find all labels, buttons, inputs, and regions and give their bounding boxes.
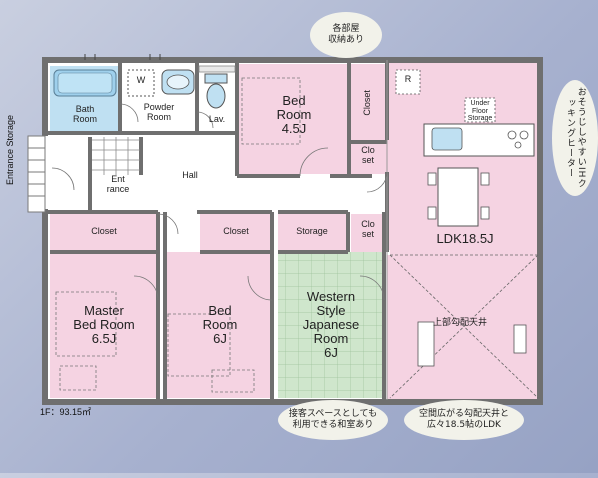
closet-left-fill: [50, 214, 158, 252]
washer-icon: [127, 69, 155, 97]
callout-japanese-room: 接客スペースとしても 利用できる和室あり: [278, 400, 388, 440]
sofa-icon: [417, 321, 527, 367]
closet-mid-label: Closet: [223, 226, 249, 236]
master-bed-room-line2: Bed Room: [73, 317, 135, 333]
sloped-ceiling-lines: [389, 254, 539, 399]
door-swings: [51, 103, 388, 301]
entrance-storage-side-label: Entrance Storage: [5, 114, 15, 185]
powder-room-label: Powder Room: [124, 102, 194, 122]
closet-small-mid-label: Clo set: [351, 219, 385, 239]
sink-icon: [161, 69, 195, 95]
under-floor-storage-icon: [464, 97, 496, 123]
western-line3: Japanese: [302, 317, 360, 333]
toilet-icon: [204, 73, 228, 109]
closet-top-fill: [349, 64, 387, 142]
bed-room-top-label: Bed Room 4.5J: [262, 93, 326, 137]
bed-room-top-line2: Room: [276, 107, 312, 123]
callout-ih-cooker-text: おそうじしやすいIHクッキングヒーター: [565, 87, 586, 189]
closet-top-label: Closet: [362, 90, 373, 116]
bath-room-label-line2: Room: [72, 113, 97, 124]
callout-ldk-line2: 広々18.5帖のLDK: [427, 420, 501, 430]
western-line2: Style: [316, 303, 346, 319]
closet-small-mid-line1: Clo: [361, 219, 375, 229]
master-bed-room-line3: 6.5J: [91, 331, 117, 347]
refrigerator-icon: [395, 69, 421, 95]
powder-room-label-line2: Room: [146, 111, 171, 122]
closet-left-label: Closet: [91, 226, 117, 236]
bed-room-top-line1: Bed: [282, 93, 306, 108]
entrance-line1: Ent: [111, 174, 125, 184]
lavatory-label: Lav.: [208, 114, 226, 124]
hall-label: Hall: [182, 170, 198, 180]
under-floor-line3: Storage: [467, 115, 493, 123]
western-line1: Western: [306, 289, 356, 304]
bed-room-top-line3: 4.5J: [281, 121, 307, 137]
washer-w-label: W: [136, 75, 146, 85]
bed-room-mid-label: Bed Room 6J: [180, 303, 260, 347]
powder-room-label-line1: Powder: [143, 102, 175, 112]
entrance-line2: rance: [106, 183, 130, 194]
closet-small-top-line2: set: [361, 154, 374, 165]
bathtub-icon: [53, 69, 117, 97]
under-floor-storage-label: Under Floor Storage: [463, 100, 497, 123]
callout-ldk: 空間広がる勾配天井と 広々18.5帖のLDK: [404, 400, 524, 440]
western-line4: Room: [313, 331, 349, 347]
under-floor-line2: Floor: [472, 107, 488, 115]
western-japanese-room-label: Western Style Japanese Room 6J: [284, 289, 378, 361]
bed-room-mid-fill: [165, 252, 270, 398]
under-floor-line1: Under: [470, 100, 490, 107]
callout-ldk-line1: 空間広がる勾配天井と: [418, 408, 509, 419]
entrance-storage-grid: [92, 137, 140, 175]
kitchen-counter-icon: [423, 123, 535, 157]
callout-japanese-room-line2: 利用できる和室あり: [292, 420, 374, 430]
closet-small-top-line1: Clo: [361, 145, 375, 155]
callout-japanese-room-line1: 接客スペースとしても: [288, 408, 378, 419]
bed-outlines: [55, 77, 301, 393]
ldk-label: LDK18.5J: [436, 231, 494, 246]
closet-small-top-fill: [349, 142, 387, 174]
master-bed-room-label: Master Bed Room 6.5J: [52, 303, 156, 347]
western-line5: 6J: [324, 345, 338, 361]
master-bed-room-line1: Master: [84, 303, 124, 318]
bed-room-mid-line1: Bed: [208, 303, 232, 318]
bed-room-top-fill: [237, 64, 349, 174]
western-japanese-room-fill: [278, 252, 384, 398]
closet-small-mid-line2: set: [361, 228, 374, 239]
bath-room-label-line1: Bath: [75, 104, 95, 114]
closet-mid-fill: [200, 214, 270, 252]
callout-ih-cooker: おそうじしやすいIHクッキングヒーター: [552, 80, 598, 196]
storage-label: Storage: [296, 226, 328, 236]
callout-storage: 各部屋 収納あり: [310, 12, 382, 58]
entrance-label: Ent rance: [96, 174, 140, 194]
storage-fill: [278, 214, 346, 252]
closet-small-top-label: Clo set: [351, 145, 385, 165]
callout-storage-line2: 収納あり: [327, 35, 364, 45]
sloped-ceiling-label: 上部勾配天井: [432, 318, 487, 328]
interior-walls: [48, 62, 389, 400]
floor-area-label: 1F：93.15㎡: [40, 407, 92, 417]
entrance-steps: [27, 135, 46, 213]
closet-small-mid-fill: [351, 214, 385, 252]
bed-room-mid-line2: Room: [202, 317, 238, 333]
bath-room-label: Bath Room: [54, 104, 116, 124]
shelf-icon: [198, 65, 236, 73]
bed-room-mid-line3: 6J: [213, 331, 227, 347]
dining-table-icon: [427, 167, 490, 227]
refrigerator-r-label: R: [404, 74, 412, 84]
callout-storage-line1: 各部屋: [332, 23, 360, 34]
